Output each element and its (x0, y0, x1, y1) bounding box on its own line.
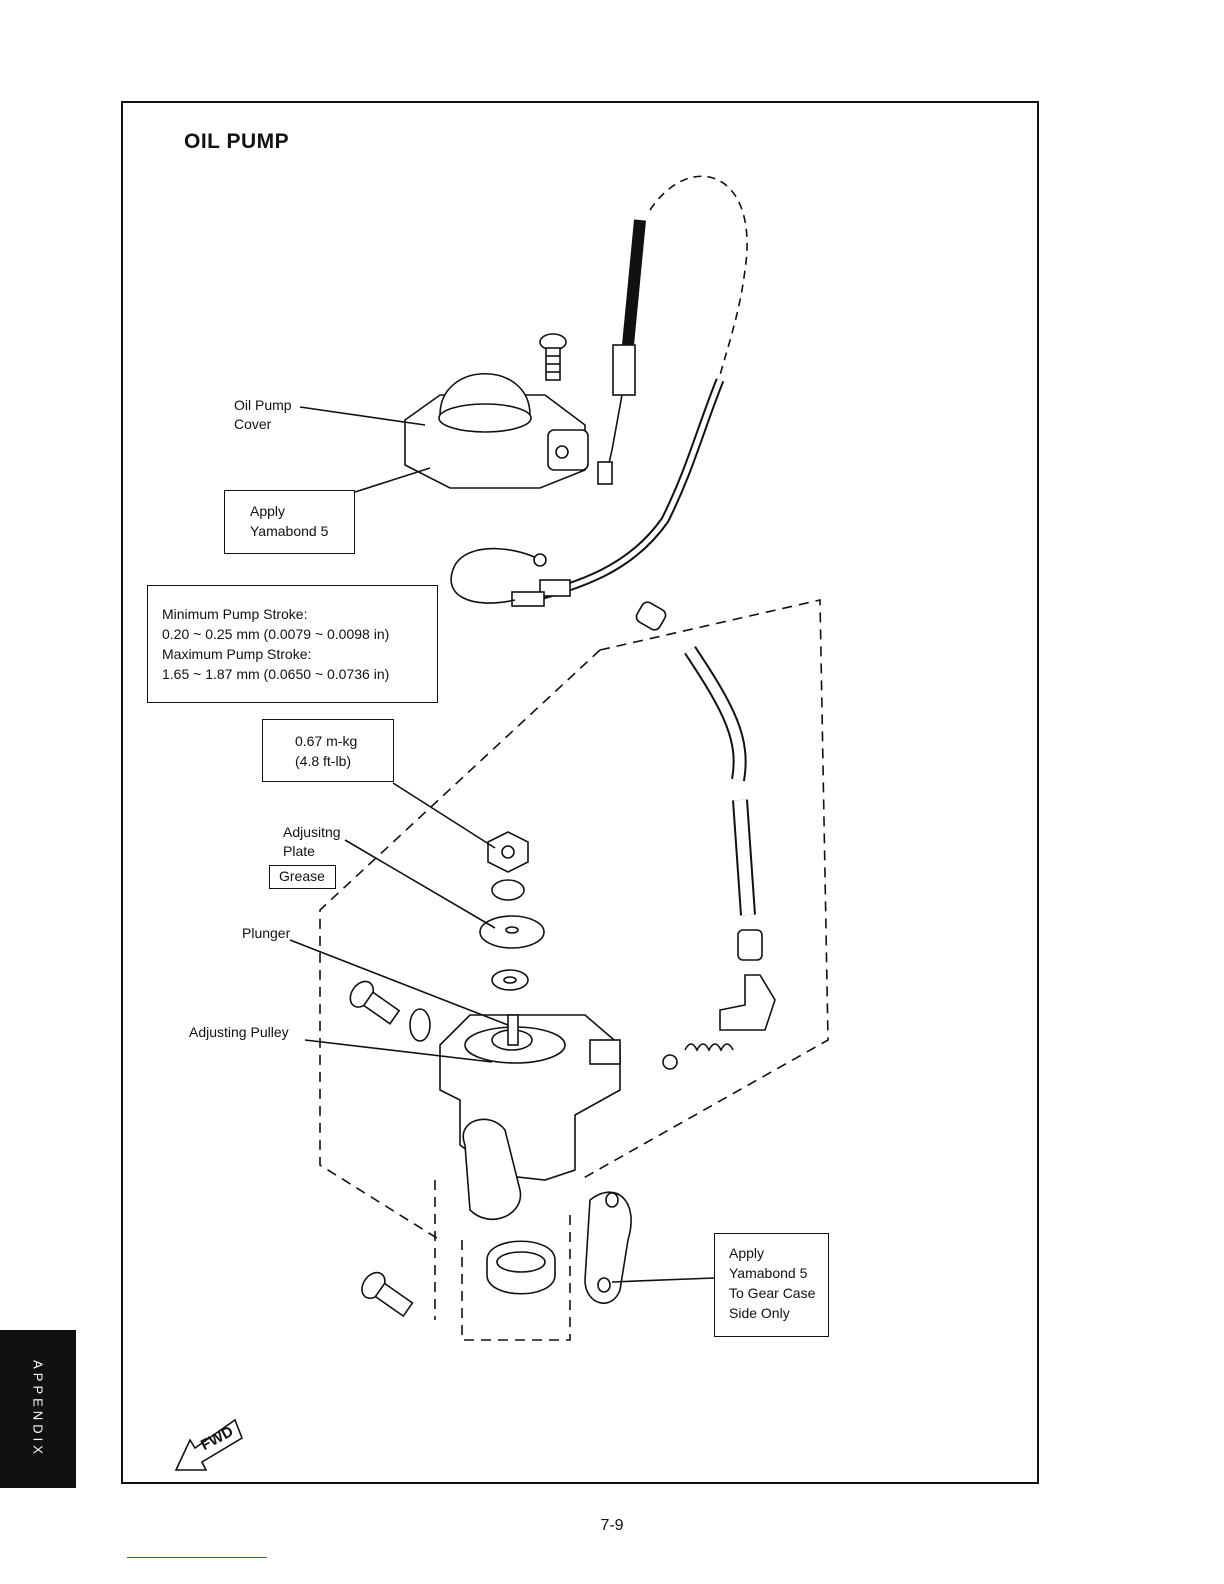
page-number: 7-9 (0, 1517, 1224, 1535)
leader-yamabond-top (355, 468, 430, 492)
label-adjusting-pulley: Adjusting Pulley (189, 1023, 289, 1042)
check-ball (663, 1055, 677, 1069)
side-tab: APPENDIX (0, 1330, 76, 1488)
side-bolt (346, 977, 403, 1029)
adjusting-plate-part (480, 916, 544, 948)
hose-joint (738, 930, 762, 960)
leader-oil-pump-cover (300, 407, 425, 425)
oil-pump-body-part (440, 1015, 620, 1219)
label-oil-pump-cover: Oil Pump Cover (234, 396, 292, 434)
leader-yamabond-bottom (612, 1278, 714, 1282)
grease-box: Grease (269, 865, 336, 889)
elbow-fitting (720, 975, 775, 1030)
top-screw (540, 334, 566, 380)
side-washer (410, 1009, 430, 1041)
plunger-part (508, 1015, 518, 1045)
check-spring (685, 1044, 733, 1050)
assembly-dashed-right (580, 600, 828, 1180)
cable-sleeve (613, 345, 635, 395)
gasket-part (585, 1192, 631, 1303)
washer (492, 970, 528, 990)
small-joint (634, 600, 668, 632)
oil-seal (487, 1241, 555, 1294)
oil-pump-cover-part (405, 374, 588, 488)
apply-yamabond-bottom-box: Apply Yamabond 5 To Gear Case Side Only (714, 1233, 829, 1337)
torque-spec-box: 0.67 m-kg (4.8 ft-lb) (262, 719, 394, 782)
cable-fitting (598, 462, 612, 484)
apply-yamabond-top-box: Apply Yamabond 5 (224, 490, 355, 554)
label-plunger: Plunger (242, 924, 290, 943)
throttle-cable (628, 220, 640, 345)
lock-washer (492, 880, 524, 900)
bottom-link-line (127, 1557, 267, 1558)
lower-bolt (357, 1268, 416, 1321)
page-title: OIL PUMP (184, 130, 289, 154)
cable-loop-dashed (650, 176, 747, 375)
hose-end (512, 592, 544, 606)
leader-torque (393, 783, 495, 848)
nut-part (488, 832, 528, 872)
pump-stroke-spec-box: Minimum Pump Stroke: 0.20 ~ 0.25 mm (0.0… (147, 585, 438, 703)
label-adjusting-plate: Adjusitng Plate (283, 823, 341, 861)
side-tab-label: APPENDIX (31, 1360, 46, 1458)
leader-adjusting-plate (345, 840, 495, 928)
